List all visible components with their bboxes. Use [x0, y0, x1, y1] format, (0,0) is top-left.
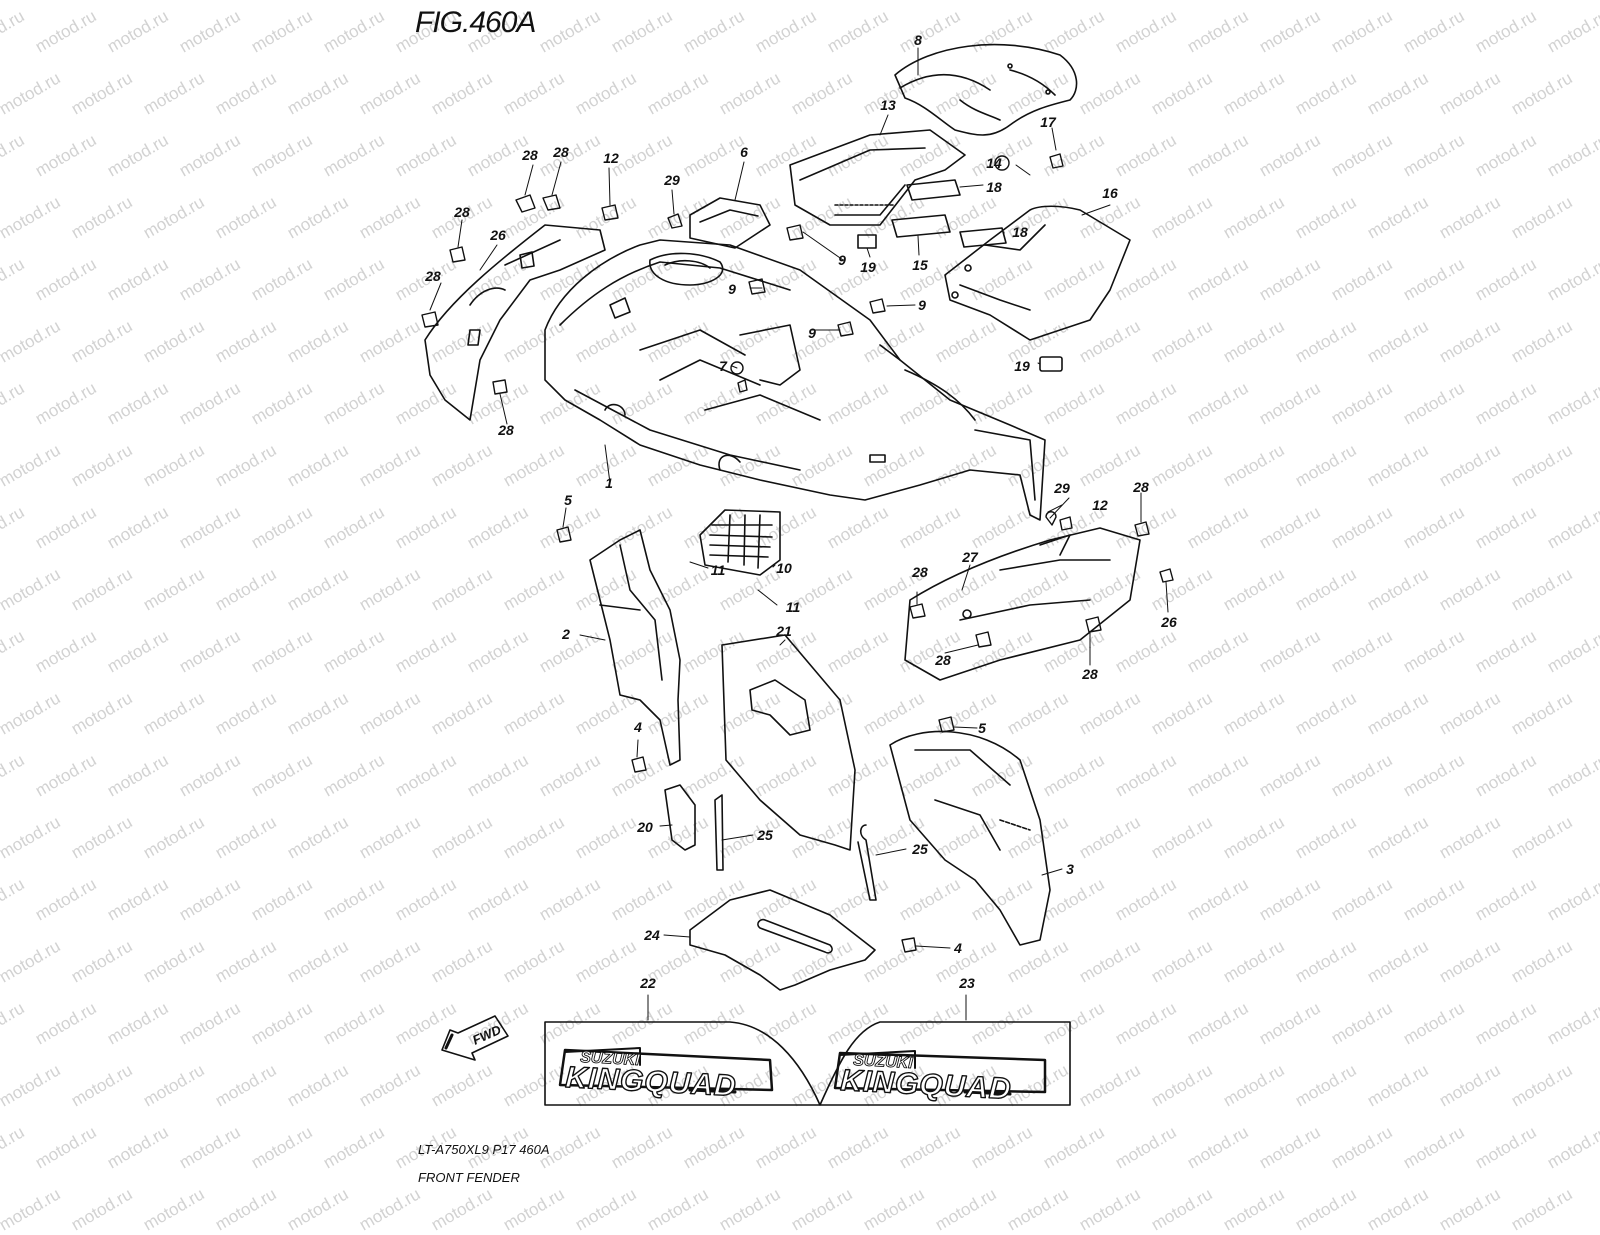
callout-9: 9 — [728, 281, 736, 297]
decal-23-model: KINGQUAD — [840, 1064, 1013, 1106]
callout-7: 7 — [719, 358, 727, 374]
part-1-front-fender — [544, 239, 1046, 521]
callout-13: 13 — [880, 97, 896, 113]
callout-28: 28 — [935, 652, 951, 668]
callout-12: 12 — [603, 150, 619, 166]
callout-18: 18 — [1012, 224, 1028, 240]
part-16-panel — [944, 205, 1131, 341]
callout-2: 2 — [562, 626, 570, 642]
callout-8: 8 — [914, 32, 922, 48]
callout-5: 5 — [564, 492, 572, 508]
callout-28: 28 — [1082, 666, 1098, 682]
part-6-lid — [689, 197, 771, 249]
callout-4: 4 — [954, 940, 962, 956]
callout-16: 16 — [1102, 185, 1118, 201]
figure-name: FRONT FENDER — [418, 1170, 520, 1185]
callout-28: 28 — [912, 564, 928, 580]
callout-28: 28 — [522, 147, 538, 163]
callout-20: 20 — [637, 819, 653, 835]
callout-24: 24 — [644, 927, 660, 943]
fwd-arrow-icon — [441, 1015, 509, 1061]
callout-14: 14 — [986, 155, 1002, 171]
callout-11: 11 — [785, 599, 801, 615]
part-27-side-cover — [904, 527, 1141, 681]
part-10-grille — [699, 509, 781, 576]
callout-10: 10 — [776, 560, 792, 576]
callout-19: 19 — [860, 259, 876, 275]
part-25-cable-ties — [714, 794, 877, 901]
callout-22: 22 — [640, 975, 656, 991]
callout-25: 25 — [757, 827, 773, 843]
callout-28: 28 — [553, 144, 569, 160]
callout-25: 25 — [912, 841, 928, 857]
decal-23 — [819, 1021, 1071, 1106]
callout-9: 9 — [918, 297, 926, 313]
leader-lines — [429, 47, 1169, 1021]
callout-9: 9 — [808, 325, 816, 341]
decal-22-model: KINGQUAD — [565, 1061, 738, 1103]
part-26-side-cover — [424, 224, 606, 421]
callout-26: 26 — [1161, 614, 1177, 630]
callout-21: 21 — [776, 623, 792, 639]
callout-27: 27 — [962, 549, 978, 565]
callout-18: 18 — [986, 179, 1002, 195]
callout-29: 29 — [1054, 480, 1070, 496]
callout-28: 28 — [425, 268, 441, 284]
part-19-cushion — [857, 234, 877, 249]
callout-11: 11 — [710, 562, 726, 578]
figure-title: FIG.460A — [415, 6, 536, 39]
decal-22-brand: SUZUKI — [580, 1049, 641, 1069]
part-15-pad — [891, 214, 951, 238]
part-18-pads — [906, 179, 1007, 248]
callout-5: 5 — [978, 720, 986, 736]
callout-28: 28 — [498, 422, 514, 438]
part-6-lid-edge — [699, 209, 759, 223]
part-24-skid-plate — [689, 889, 876, 991]
callout-3: 3 — [1066, 861, 1074, 877]
exploded-view-drawing: FWD SUZUKI KINGQUAD SUZUKI KINGQUAD — [421, 43, 1174, 1107]
callout-15: 15 — [912, 257, 928, 273]
callout-26: 26 — [490, 227, 506, 243]
decal-23-brand: SUZUKI — [853, 1052, 914, 1072]
callout-4: 4 — [634, 719, 642, 735]
callout-28: 28 — [454, 204, 470, 220]
callout-1: 1 — [605, 475, 613, 491]
part-19-cushion-b — [1039, 356, 1063, 372]
fasteners — [421, 153, 1174, 953]
model-code: LT-A750XL9 P17 460A — [418, 1142, 550, 1157]
callout-29: 29 — [664, 172, 680, 188]
callout-6: 6 — [740, 144, 748, 160]
callout-28: 28 — [1133, 479, 1149, 495]
part-20-guard — [664, 784, 696, 851]
callout-12: 12 — [1092, 497, 1108, 513]
part-13-bracket — [789, 129, 966, 226]
part-21-mud-plate — [721, 634, 856, 851]
callout-17: 17 — [1040, 114, 1056, 130]
callout-9: 9 — [838, 252, 846, 268]
part-2-inner-fender — [589, 529, 681, 766]
part-8-cover — [894, 43, 1078, 136]
part-3-inner-fender — [889, 730, 1051, 946]
callout-23: 23 — [959, 975, 975, 991]
callout-19: 19 — [1014, 358, 1030, 374]
